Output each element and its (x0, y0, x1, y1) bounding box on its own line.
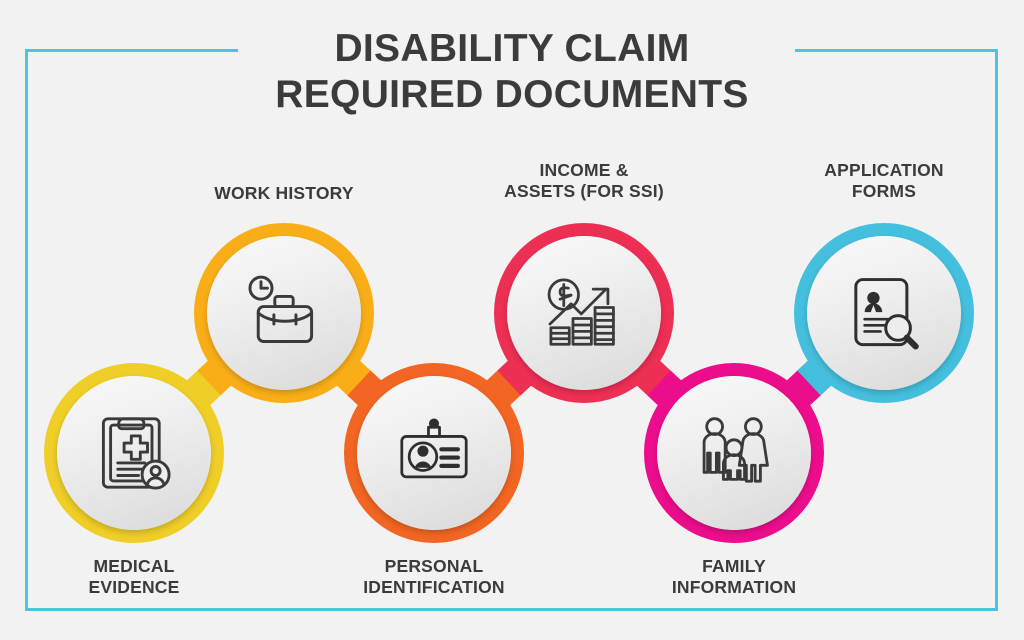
step-caption-application-forms: APPLICATION FORMS (824, 160, 944, 202)
family-group-icon (690, 409, 778, 497)
step-caption-income-assets: INCOME & ASSETS (FOR SSI) (504, 160, 664, 202)
step-caption-personal-identification: PERSONAL IDENTIFICATION (363, 556, 505, 598)
frame-border-top-right (795, 49, 998, 52)
frame-border-bottom (25, 608, 998, 611)
resume-magnifier-icon (840, 269, 928, 357)
step-caption-medical-evidence: MEDICAL EVIDENCE (88, 556, 180, 598)
step-node-family-information[interactable] (644, 363, 824, 543)
briefcase-clock-icon (238, 267, 330, 359)
step-caption-work-history: WORK HISTORY (214, 183, 354, 203)
id-badge-icon (388, 407, 480, 499)
step-node-medical-evidence[interactable] (44, 363, 224, 543)
frame-border-right (995, 49, 998, 611)
page-title-line-1: DISABILITY CLAIM (334, 27, 690, 70)
step-disc-family-information (657, 376, 811, 530)
step-node-work-history[interactable] (194, 223, 374, 403)
step-disc-application-forms (807, 236, 961, 390)
page-title: DISABILITY CLAIM REQUIRED DOCUMENTS (0, 26, 1024, 118)
step-caption-family-information: FAMILY INFORMATION (671, 556, 797, 598)
step-disc-personal-identification (357, 376, 511, 530)
step-node-personal-identification[interactable] (344, 363, 524, 543)
page-title-line-2: REQUIRED DOCUMENTS (275, 73, 749, 117)
frame-border-left (25, 49, 28, 611)
frame-border-top-left (25, 49, 238, 52)
clipboard-medical-person-icon (89, 408, 179, 498)
step-disc-medical-evidence (57, 376, 211, 530)
money-growth-chart-icon (538, 267, 630, 359)
step-disc-work-history (207, 236, 361, 390)
step-disc-income-assets (507, 236, 661, 390)
step-node-application-forms[interactable] (794, 223, 974, 403)
step-node-income-assets[interactable] (494, 223, 674, 403)
